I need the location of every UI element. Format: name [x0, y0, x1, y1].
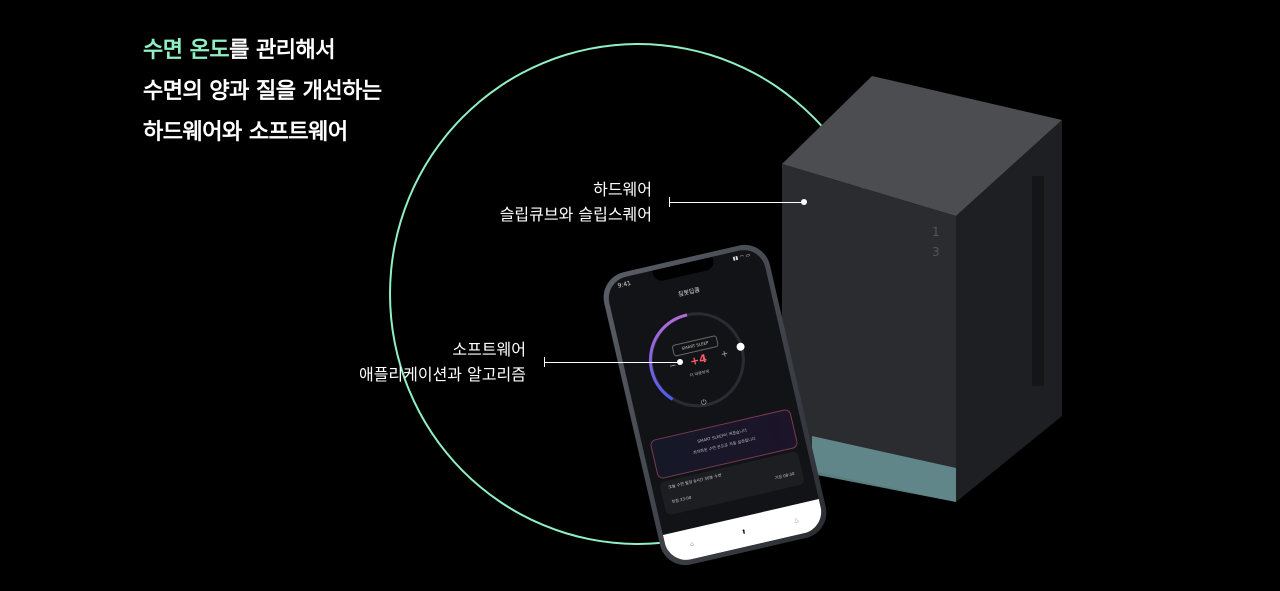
power-icon[interactable]: ⏻ [700, 397, 708, 407]
leader-hardware-line [669, 202, 804, 203]
tab-home[interactable]: ⬆ [740, 527, 748, 536]
callout-software-title: 소프트웨어 [452, 340, 526, 359]
callout-software: 소프트웨어 애플리케이션과 알고리즘 [300, 337, 526, 387]
status-icons: ▮▮ ◠ ▭ [732, 252, 751, 263]
leader-software-dot [677, 359, 683, 365]
callout-hardware-subtitle: 슬립큐브와 슬립스퀘어 [499, 205, 652, 224]
status-time: 9:41 [617, 279, 632, 290]
sleep-cube-device: 1 3 [782, 76, 1062, 502]
headline-line-3: 하드웨어와 소프트웨어 [143, 120, 348, 145]
device-logo: 1 [932, 225, 940, 239]
device-light-strip [812, 436, 956, 502]
callout-hardware: 하드웨어 슬립큐브와 슬립스퀘어 [440, 177, 652, 227]
callout-software-subtitle: 애플리케이션과 알고리즘 [358, 365, 526, 384]
leader-software-line [544, 362, 679, 363]
headline-line-1-rest: 를 관리해서 [229, 38, 335, 63]
tab-1[interactable]: ⌂ [689, 539, 695, 548]
headline-accent: 수면 온도 [143, 38, 230, 63]
smartphone: 9:41 ▮▮ ◠ ▭ 침봇딥큠 SMART SLEEP − +4 + 더 따뜻… [598, 239, 832, 571]
phone-screen: 9:41 ▮▮ ◠ ▭ 침봇딥큠 SMART SLEEP − +4 + 더 따뜻… [604, 245, 826, 565]
leader-hardware-dot [801, 199, 807, 205]
tab-3[interactable]: △ [793, 515, 800, 524]
temperature-dial[interactable] [631, 294, 763, 426]
dial-handle[interactable] [736, 342, 746, 352]
headline: 수면 온도를 관리해서 수면의 양과 질을 개선하는 하드웨어와 소프트웨어 [143, 30, 382, 153]
callout-hardware-title: 하드웨어 [593, 180, 652, 199]
headline-line-1: 수면 온도를 관리해서 [143, 30, 382, 71]
headline-line-2: 수면의 양과 질을 개선하는 [143, 79, 382, 104]
svg-text:3: 3 [932, 245, 940, 259]
device-top [782, 76, 1062, 216]
waketime: 기상 08:30 [774, 470, 795, 481]
schedule-times: 취침 23:00 기상 08:30 [671, 471, 795, 505]
device-front [782, 164, 956, 502]
bedtime: 취침 23:00 [671, 494, 692, 505]
dial-arc [648, 313, 688, 401]
device-vents [1032, 176, 1044, 386]
